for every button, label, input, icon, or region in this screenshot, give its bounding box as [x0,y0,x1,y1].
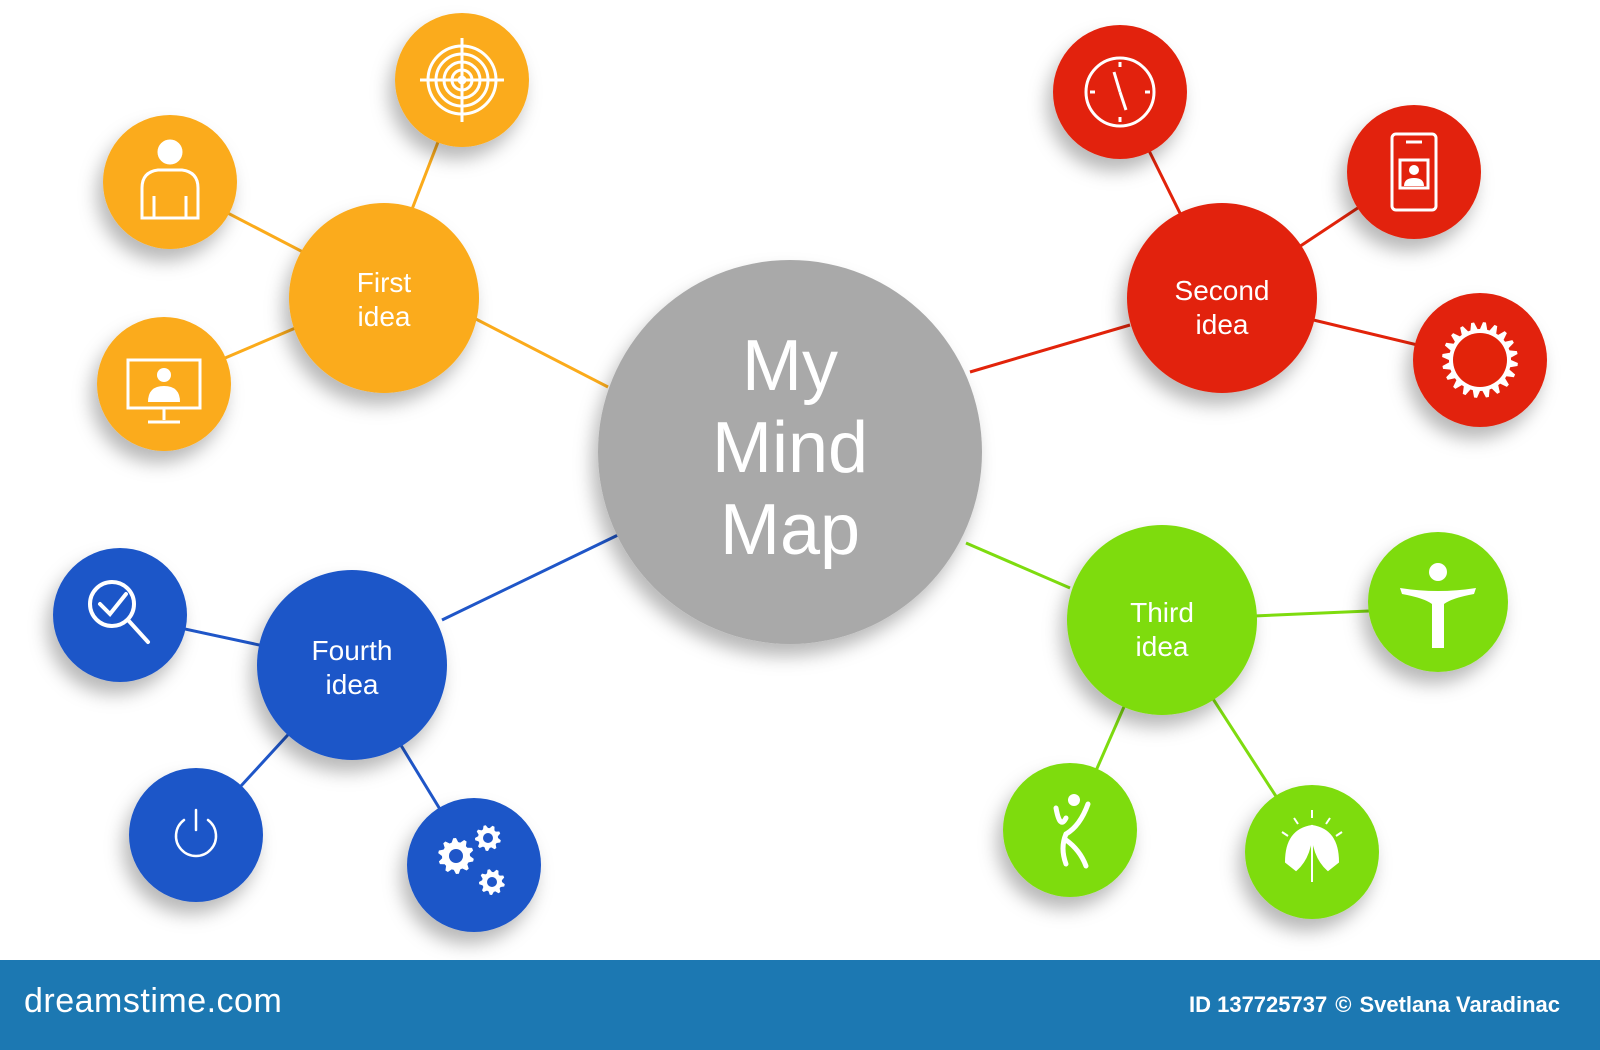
third-idea-label-line-2: idea [1136,631,1189,662]
connector-center-fourth [441,533,619,622]
third-dancer-node[interactable] [1003,763,1137,897]
stretch-figure-icon [1400,563,1476,648]
first-target-node[interactable] [395,13,529,147]
idea-node-fourth[interactable]: Fourth idea [257,570,447,760]
idea-node-first[interactable]: First idea [289,203,479,393]
third-idea-label-line-1: Third [1130,597,1194,628]
connector-center-third [965,541,1071,590]
first-monitor-node[interactable] [97,317,231,451]
second-idea-label-line-2: idea [1196,309,1249,340]
author-name: Svetlana Varadinac [1359,992,1560,1017]
connector-center-first [469,314,609,389]
third-idea-circle [1067,525,1257,715]
footer-bar: dreamstime.com ID 137725737 © Svetlana Var… [0,960,1600,1050]
brand-logo-text[interactable]: dreamstime.com [24,982,283,1020]
third-figure-node[interactable] [1368,532,1508,672]
second-clock-node[interactable] [1053,25,1187,159]
dancer-icon [1053,794,1091,869]
second-idea-circle [1127,203,1317,393]
clock-icon [1084,56,1156,128]
idea-node-second[interactable]: Second idea [1127,203,1317,393]
first-idea-circle [289,203,479,393]
fourth-power-node[interactable] [129,768,263,902]
center-title-line-2: Mind [712,408,868,488]
person-icon [140,139,200,220]
target-icon [420,38,504,122]
second-gear-node[interactable] [1413,293,1547,427]
copyright-symbol: © [1335,992,1352,1017]
center-title-line-3: Map [720,490,860,570]
power-icon [174,808,218,858]
connector-center-second [969,323,1131,374]
center-circle [598,260,982,644]
center-node[interactable]: My Mind Map [598,260,982,644]
fourth-idea-circle [257,570,447,760]
center-title-line-1: My [742,326,838,406]
leaf-icon [1281,810,1343,882]
image-id: ID 137725737 [1188,992,1328,1017]
magnifier-check-icon [88,580,150,644]
fourth-power-circle [129,768,263,902]
fourth-gears-node[interactable] [407,798,541,932]
third-leaf-node[interactable] [1245,785,1379,919]
monitor-user-icon [126,358,202,424]
first-idea-label-line-1: First [357,267,412,298]
image-credit: ID 137725737 © Svetlana Varadinac [1189,992,1568,1018]
idea-node-third[interactable]: Third idea [1067,525,1257,715]
second-idea-label-line-1: Second [1175,275,1270,306]
fourth-magnifier-circle [53,548,187,682]
fourth-magnifier-node[interactable] [53,548,187,682]
fourth-idea-label-line-2: idea [326,669,379,700]
fourth-idea-label-line-1: Fourth [312,635,393,666]
first-idea-label-line-2: idea [358,301,411,332]
fourth-gears-circle [407,798,541,932]
first-person-circle [103,115,237,249]
gears-icon [438,825,505,895]
first-monitor-circle [97,317,231,451]
phone-user-icon [1390,132,1438,212]
mind-map-canvas: My Mind Map First idea [53,13,1547,932]
first-person-node[interactable] [103,115,237,249]
second-phone-node[interactable] [1347,105,1481,239]
gear-icon [1442,322,1518,398]
